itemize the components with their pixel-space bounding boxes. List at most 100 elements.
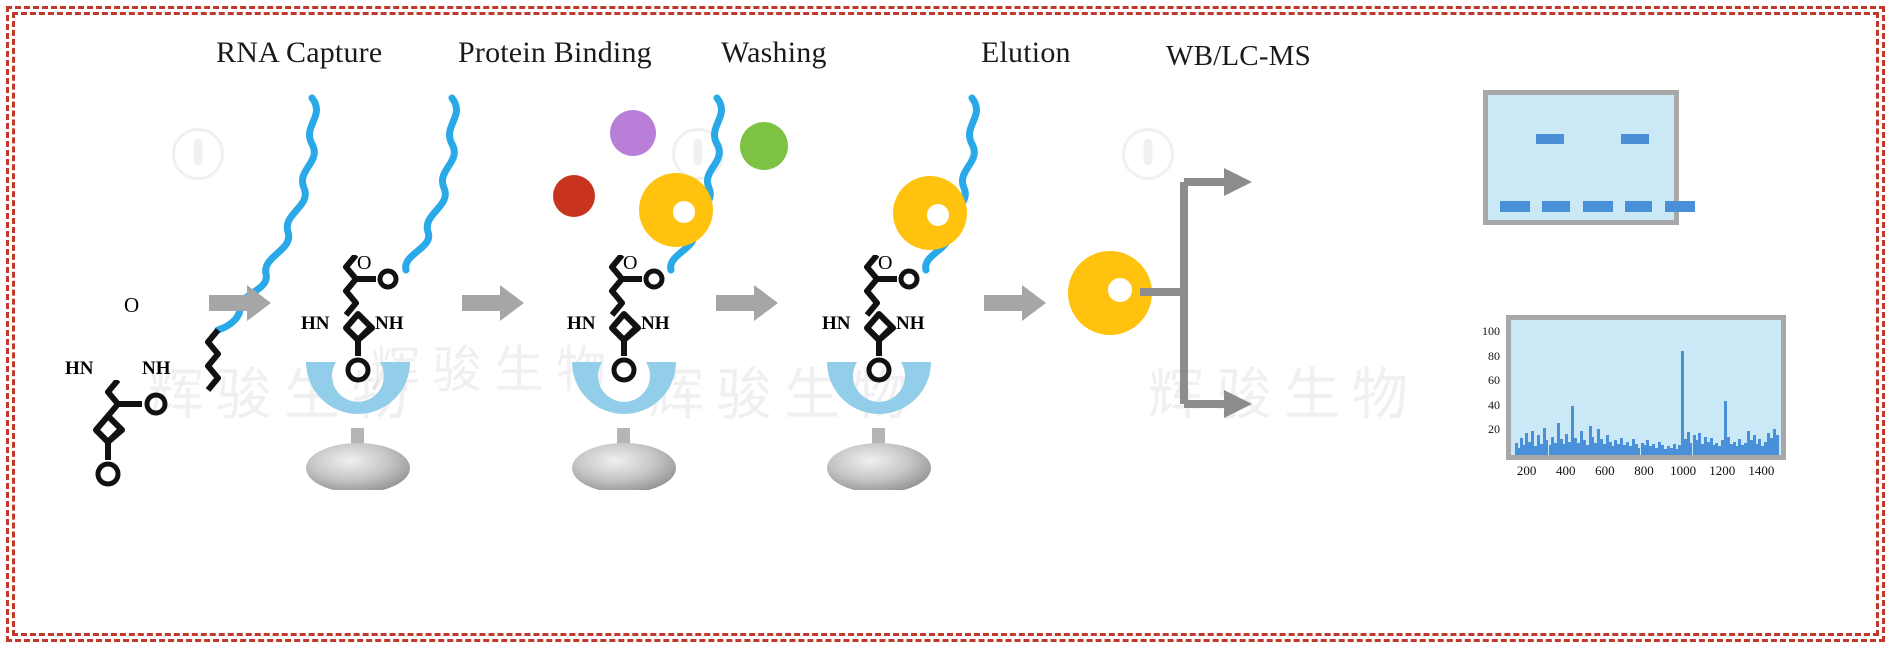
ms-peak bbox=[1764, 441, 1768, 455]
target-protein-stage3 bbox=[639, 173, 713, 247]
ms-peak bbox=[1773, 429, 1777, 455]
ms-peak bbox=[1749, 440, 1753, 455]
ms-peak bbox=[1669, 447, 1673, 455]
streptavidin-bead-stage3 bbox=[572, 362, 676, 490]
ms-peak bbox=[1649, 446, 1653, 455]
chem-label-hn: HN bbox=[65, 358, 94, 379]
ms-peak bbox=[1640, 442, 1644, 455]
ms-peak bbox=[1695, 440, 1699, 455]
biotin-ring-stage4 bbox=[864, 311, 896, 383]
ms-peak bbox=[1732, 441, 1736, 455]
ms-peak bbox=[1738, 439, 1742, 455]
ms-peak bbox=[1652, 444, 1656, 455]
ms-x-tick-label: 1400 bbox=[1748, 463, 1775, 478]
ms-peak bbox=[1692, 435, 1696, 455]
ms-peak bbox=[1755, 444, 1759, 455]
stage-title-rna-capture: RNA Capture bbox=[216, 36, 383, 69]
biotin-linker-stage3 bbox=[609, 255, 665, 317]
ms-peak bbox=[1597, 429, 1601, 455]
ms-peak bbox=[1684, 439, 1687, 455]
ms-peak bbox=[1608, 441, 1612, 455]
contaminant-protein-red bbox=[553, 175, 595, 217]
chem-label-hn: HN bbox=[822, 313, 851, 334]
ms-x-tick-label: 1200 bbox=[1709, 463, 1736, 478]
ms-x-tick-label: 800 bbox=[1634, 463, 1654, 478]
ms-peak bbox=[1715, 442, 1719, 455]
mass-spectrum-panel bbox=[1506, 315, 1786, 460]
chem-label-o: O bbox=[623, 252, 638, 274]
ms-peak bbox=[1528, 441, 1532, 455]
ms-peak bbox=[1614, 440, 1618, 455]
ms-peak bbox=[1761, 446, 1765, 455]
ms-peak bbox=[1617, 444, 1621, 455]
ms-peak bbox=[1703, 436, 1707, 455]
ms-peak bbox=[1767, 432, 1771, 455]
ms-peak bbox=[1548, 445, 1552, 455]
ms-peak bbox=[1626, 441, 1629, 455]
ms-peak bbox=[1594, 442, 1598, 455]
ms-peak bbox=[1744, 442, 1748, 455]
ms-peak bbox=[1681, 350, 1685, 455]
ms-peak bbox=[1689, 442, 1693, 455]
ms-peak bbox=[1637, 447, 1641, 455]
ms-peak bbox=[1540, 444, 1543, 455]
ms-peak bbox=[1646, 440, 1650, 455]
ms-peak bbox=[1658, 441, 1662, 455]
streptavidin-bead-stage4 bbox=[827, 362, 931, 490]
western-blot-panel bbox=[1483, 90, 1695, 225]
ms-peak bbox=[1723, 401, 1727, 455]
ms-peak bbox=[1706, 441, 1710, 455]
ms-peak bbox=[1533, 446, 1537, 455]
chem-label-o: O bbox=[124, 293, 140, 317]
ms-peak bbox=[1775, 435, 1779, 455]
ms-peak bbox=[1752, 435, 1756, 455]
ms-peak bbox=[1729, 444, 1733, 455]
ms-x-tick-label: 600 bbox=[1595, 463, 1615, 478]
ms-peak bbox=[1660, 445, 1664, 455]
ms-x-tick-label: 1000 bbox=[1670, 463, 1697, 478]
ms-peak bbox=[1522, 445, 1526, 455]
chem-label-o: O bbox=[878, 252, 893, 274]
flow-arrow-4 bbox=[984, 285, 1046, 321]
gel-band-upper bbox=[1536, 134, 1564, 144]
ms-peak bbox=[1634, 444, 1638, 455]
branch-connector bbox=[1140, 168, 1252, 418]
biotin-ring-stage2 bbox=[343, 311, 375, 383]
ms-peak bbox=[1517, 447, 1521, 455]
streptavidin-bead-stage2 bbox=[306, 362, 410, 490]
ms-peak bbox=[1520, 437, 1523, 455]
contaminant-protein-green bbox=[740, 122, 788, 170]
ms-peak bbox=[1556, 423, 1560, 455]
chem-label-o: O bbox=[357, 252, 372, 274]
ms-peak bbox=[1663, 448, 1667, 455]
ms-peak bbox=[1562, 444, 1566, 455]
ms-peak bbox=[1565, 434, 1569, 455]
target-protein-stage4 bbox=[893, 176, 967, 250]
ms-peak bbox=[1678, 445, 1682, 455]
ms-peak bbox=[1514, 442, 1518, 455]
ms-peak bbox=[1531, 430, 1534, 455]
ms-peak bbox=[1666, 446, 1670, 455]
biotin-linker-stage2 bbox=[343, 255, 399, 317]
ms-peak bbox=[1551, 436, 1555, 455]
ms-peak bbox=[1577, 442, 1581, 455]
ms-peak bbox=[1591, 436, 1595, 455]
ms-peak bbox=[1727, 436, 1730, 455]
ms-peak bbox=[1735, 446, 1739, 455]
ms-peak bbox=[1620, 437, 1624, 455]
ms-y-tick-label: 20 bbox=[1488, 422, 1500, 437]
ms-peak bbox=[1600, 439, 1604, 455]
ms-y-tick-label: 60 bbox=[1488, 373, 1500, 388]
ms-peak bbox=[1721, 440, 1725, 455]
ms-peak bbox=[1741, 445, 1745, 455]
ms-peak bbox=[1698, 432, 1701, 455]
flow-arrow-1 bbox=[209, 285, 271, 321]
ms-peak bbox=[1758, 439, 1762, 455]
ms-peak bbox=[1623, 445, 1627, 455]
chem-label-nh: NH bbox=[375, 313, 404, 334]
ms-peak bbox=[1583, 440, 1586, 455]
ms-peak bbox=[1559, 439, 1563, 455]
ms-peak bbox=[1603, 444, 1606, 455]
ms-peak bbox=[1631, 439, 1635, 455]
gel-band-lower bbox=[1583, 201, 1613, 212]
